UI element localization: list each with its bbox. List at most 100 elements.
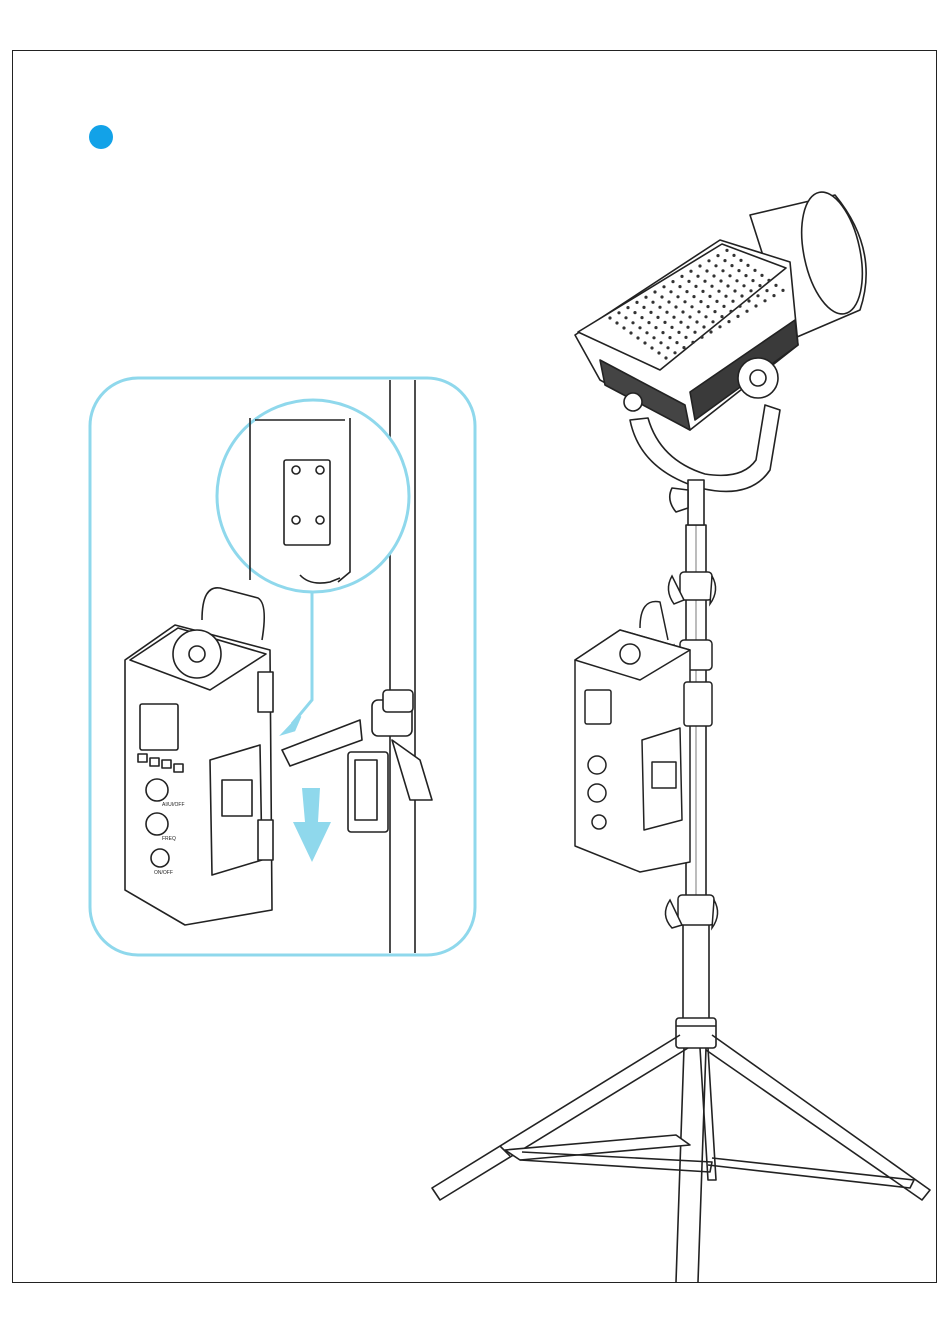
vent-dot [712, 274, 715, 277]
vent-dot [668, 336, 671, 339]
vent-dot [684, 336, 687, 339]
vent-dot [726, 284, 729, 287]
vent-dot [738, 305, 741, 308]
vent-dot [756, 294, 759, 297]
vent-dot [703, 280, 706, 283]
vent-dot [692, 295, 695, 298]
vent-dot [669, 290, 672, 293]
vent-dot [685, 290, 688, 293]
vent-dot [653, 290, 656, 293]
vent-dot [713, 310, 716, 313]
vent-dot [667, 300, 670, 303]
pole-clamp-lower [665, 895, 717, 928]
vent-dot [727, 320, 730, 323]
vent-dot [676, 295, 679, 298]
vent-dot [767, 279, 770, 282]
vent-dot [642, 306, 645, 309]
vent-dot [732, 254, 735, 257]
vent-dot [656, 316, 659, 319]
vent-dot [681, 310, 684, 313]
vent-dot [629, 331, 632, 334]
vent-dot [720, 315, 723, 318]
vent-dot [652, 336, 655, 339]
vent-dot [735, 279, 738, 282]
vent-dot [679, 321, 682, 324]
vent-dot [714, 264, 717, 267]
vent-dot [728, 274, 731, 277]
vent-dot [716, 254, 719, 257]
vent-dot [722, 305, 725, 308]
vent-dot [631, 321, 634, 324]
vent-dot [624, 316, 627, 319]
vent-dot [689, 270, 692, 273]
vent-dot [659, 341, 662, 344]
vent-dot [774, 284, 777, 287]
light-head [575, 187, 872, 525]
vent-dot [725, 249, 728, 252]
vent-dot [671, 280, 674, 283]
vent-dot [674, 305, 677, 308]
vent-dot [772, 294, 775, 297]
device-label-1: AI/UI/OFF [162, 802, 185, 808]
vent-dot [615, 321, 618, 324]
vent-dot [751, 279, 754, 282]
vent-dot [701, 290, 704, 293]
vent-dot [649, 311, 652, 314]
vent-dot [688, 315, 691, 318]
vent-dot [673, 351, 676, 354]
vent-dot [715, 300, 718, 303]
vent-dot [729, 310, 732, 313]
vent-dot [690, 305, 693, 308]
vent-dot [747, 299, 750, 302]
vent-dot [695, 320, 698, 323]
vent-dot [608, 316, 611, 319]
vent-dot [742, 284, 745, 287]
vent-dot [650, 346, 653, 349]
vent-dot [745, 310, 748, 313]
vent-dot [694, 285, 697, 288]
vent-dot [622, 326, 625, 329]
vent-dot [754, 304, 757, 307]
vent-dot [686, 326, 689, 329]
vent-dot [657, 351, 660, 354]
vent-dot [633, 311, 636, 314]
vent-dot [644, 296, 647, 299]
vent-dot [645, 331, 648, 334]
vent-dot [709, 330, 712, 333]
vent-dot [706, 305, 709, 308]
vent-dot [647, 321, 650, 324]
vent-dot [680, 275, 683, 278]
vent-dot [661, 331, 664, 334]
vent-dot [708, 295, 711, 298]
vent-dot [617, 311, 620, 314]
vent-dot [710, 285, 713, 288]
vent-dot [666, 346, 669, 349]
vent-dot [698, 264, 701, 267]
vent-dot [704, 315, 707, 318]
vent-dot [697, 310, 700, 313]
vent-dot [760, 274, 763, 277]
vent-dot [691, 341, 694, 344]
vent-dot [672, 316, 675, 319]
vent-dot [670, 326, 673, 329]
vent-dot [749, 289, 752, 292]
vent-dot [678, 285, 681, 288]
vent-dot [719, 279, 722, 282]
vent-dot [736, 315, 739, 318]
vent-dot [717, 290, 720, 293]
vent-dot [664, 356, 667, 359]
vent-dot [711, 320, 714, 323]
vent-dot [758, 284, 761, 287]
device-label-2: FREQ [162, 836, 176, 842]
vent-dot [781, 289, 784, 292]
vent-dot [636, 336, 639, 339]
vent-dot [731, 300, 734, 303]
vent-dot [718, 325, 721, 328]
vent-dot [677, 331, 680, 334]
vent-dot [753, 269, 756, 272]
vent-dot [665, 311, 668, 314]
vent-dot [643, 341, 646, 344]
vent-dot [746, 264, 749, 267]
vent-dot [707, 259, 710, 262]
